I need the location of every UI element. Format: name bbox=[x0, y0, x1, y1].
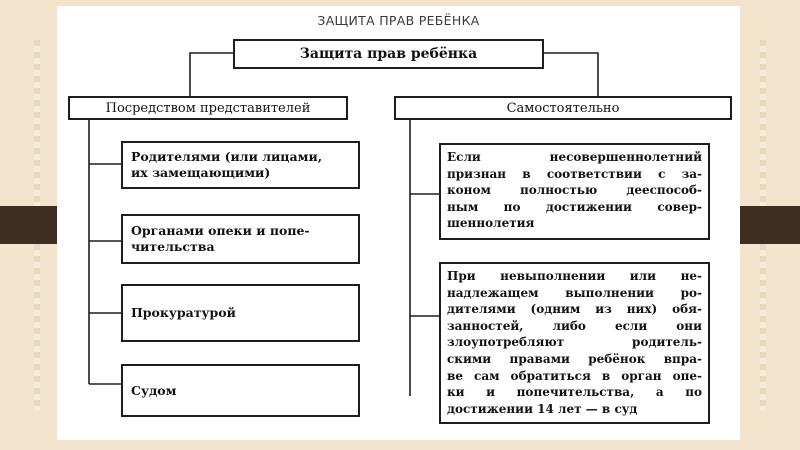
right-branch-header: Самостоятельно bbox=[394, 96, 732, 120]
left-item-court: Судом bbox=[121, 364, 360, 417]
right-item-self-appeal-line5: злоупотребляют родитель- bbox=[447, 335, 702, 350]
left-item-prosecutor: Прокуратурой bbox=[121, 284, 360, 342]
right-item-self-appeal-line4: занностей, либо если они bbox=[447, 318, 702, 333]
right-decor-bar bbox=[738, 206, 800, 244]
right-item-self-appeal-line3: дителями (одним из них) обя- bbox=[447, 302, 702, 317]
left-item-parents-line2: их замещающими) bbox=[131, 165, 271, 180]
right-item-full-capacity-line2: признан в соответствии с за- bbox=[447, 166, 702, 181]
right-item-self-appeal-line1: При невыполнении или не- bbox=[447, 269, 702, 283]
right-item-self-appeal-line9: достижении 14 лет — в суд bbox=[447, 401, 638, 416]
right-item-self-appeal-line8: ки и попечительства, а по bbox=[447, 385, 702, 400]
left-item-parents-line1: Родителями (или лицами, bbox=[131, 149, 323, 164]
right-item-full-capacity-line4: ным по достижении совер- bbox=[447, 199, 702, 214]
right-item-self-appeal-line7: ве сам обратиться в орган опе- bbox=[447, 368, 702, 383]
left-item-prosecutor-line1: Прокуратурой bbox=[131, 305, 236, 320]
left-item-guardianship-line2: чительства bbox=[131, 239, 215, 254]
left-item-guardianship-line1: Органами опеки и попе- bbox=[131, 223, 310, 238]
right-item-self-appeal: При невыполнении или не- надлежащем выпо… bbox=[439, 262, 710, 424]
page-title: ЗАЩИТА ПРАВ РЕБЁНКА bbox=[317, 13, 480, 28]
right-item-self-appeal-line2: надлежащем выполнении ро- bbox=[447, 285, 702, 300]
left-branch-header: Посредством представителей bbox=[68, 96, 348, 120]
connector-lines bbox=[88, 52, 599, 396]
right-item-full-capacity-line3: коном полностью дееспособ- bbox=[447, 183, 702, 198]
slide: ЗАЩИТА ПРАВ РЕБЁНКА Защита прав ребёнка … bbox=[57, 6, 740, 440]
right-item-full-capacity-line1: Если несовершеннолетний bbox=[447, 150, 702, 164]
right-item-self-appeal-line6: скими правами ребёнок впра- bbox=[447, 351, 702, 366]
left-item-parents: Родителями (или лицами, их замещающими) bbox=[121, 141, 360, 189]
left-decor-bar bbox=[0, 206, 62, 244]
right-item-full-capacity: Если несовершеннолетний признан в соотве… bbox=[439, 143, 710, 240]
right-item-full-capacity-line5: шеннолетия bbox=[447, 216, 535, 231]
left-item-guardianship: Органами опеки и попе- чительства bbox=[121, 214, 360, 264]
left-item-court-line1: Судом bbox=[131, 382, 177, 398]
root-box: Защита прав ребёнка bbox=[233, 39, 544, 69]
